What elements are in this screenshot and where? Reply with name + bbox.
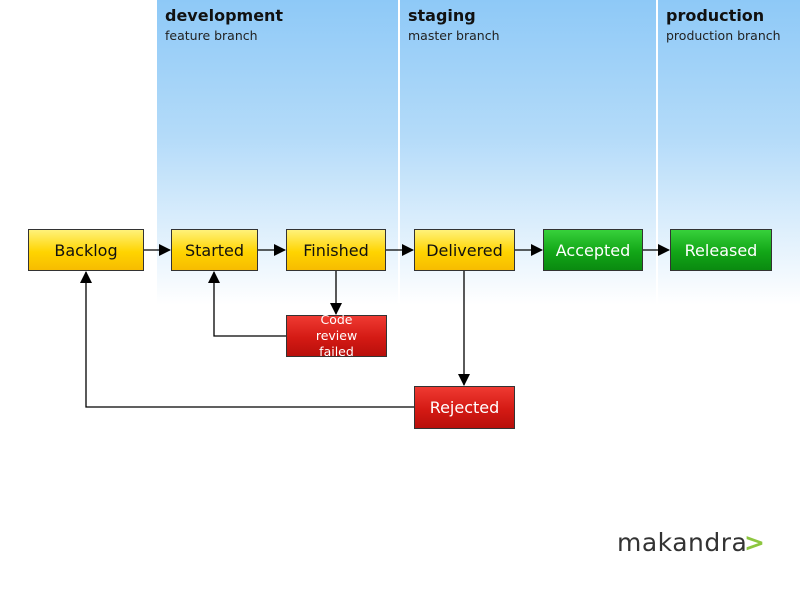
- chevron-right-icon: >: [744, 528, 765, 557]
- node-released: Released: [670, 229, 772, 271]
- lane-title: production: [666, 6, 765, 25]
- makandra-logo: makandra: [617, 528, 748, 557]
- node-delivered: Delivered: [414, 229, 515, 271]
- node-started: Started: [171, 229, 258, 271]
- node-finished: Finished: [286, 229, 386, 271]
- lane-subtitle: master branch: [408, 28, 500, 43]
- edge-codereview-started: [208, 271, 286, 337]
- edge-rejected-backlog: [80, 271, 414, 408]
- node-code-review-failed: Code review failed: [286, 312, 387, 359]
- lane-subtitle: feature branch: [165, 28, 258, 43]
- node-backlog: Backlog: [28, 229, 144, 271]
- lane-title: development: [165, 6, 284, 25]
- node-accepted: Accepted: [543, 229, 643, 271]
- node-rejected: Rejected: [414, 386, 515, 429]
- lane-subtitle: production branch: [666, 28, 781, 43]
- node-label: Code review failed: [315, 312, 358, 359]
- lane-title: staging: [408, 6, 476, 25]
